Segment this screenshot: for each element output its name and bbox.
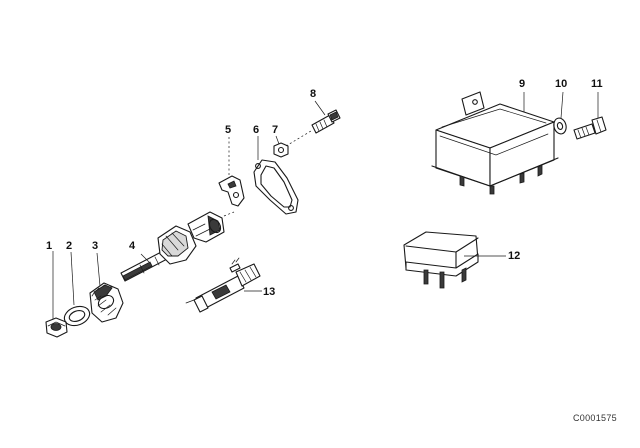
callout-2[interactable]: 2 (66, 240, 73, 252)
callout-7[interactable]: 7 (272, 124, 279, 136)
callout-10[interactable]: 10 (555, 78, 568, 90)
part-12-relay[interactable] (403, 231, 479, 289)
leader-7 (275, 135, 280, 145)
callout-4[interactable]: 4 (129, 240, 136, 252)
part-9-relay-box[interactable] (431, 91, 559, 195)
axis-line-8 (285, 130, 312, 147)
callout-1[interactable]: 1 (46, 240, 53, 252)
callout-8[interactable]: 8 (310, 88, 317, 100)
part-13-sensor[interactable] (185, 257, 261, 313)
part-5-clamp[interactable] (218, 175, 245, 207)
part-10-washer[interactable] (552, 117, 568, 136)
part-4-drive-shaft[interactable] (120, 211, 225, 282)
leader-4 (140, 253, 150, 263)
leader-10 (560, 91, 564, 119)
part-8-stud-bolt[interactable] (311, 109, 341, 134)
callout-12[interactable]: 12 (508, 250, 521, 262)
part-2-washer[interactable] (62, 303, 93, 329)
leader-8 (314, 100, 326, 116)
diagram-id-label: C0001575 (573, 413, 617, 423)
part-3-gear[interactable] (89, 282, 124, 323)
callout-11[interactable]: 11 (591, 78, 603, 90)
callout-13[interactable]: 13 (263, 286, 276, 298)
part-6-gasket[interactable] (253, 159, 299, 215)
part-11-screw[interactable] (573, 116, 607, 140)
leader-2 (70, 251, 75, 306)
callout-9[interactable]: 9 (519, 78, 526, 90)
axis-line-4 (223, 211, 235, 217)
part-1-nut[interactable] (45, 317, 68, 338)
callout-3[interactable]: 3 (92, 240, 99, 252)
leader-3 (96, 252, 101, 287)
callout-6[interactable]: 6 (253, 124, 260, 136)
callout-5[interactable]: 5 (225, 124, 232, 136)
part-7-nut[interactable] (273, 142, 289, 158)
